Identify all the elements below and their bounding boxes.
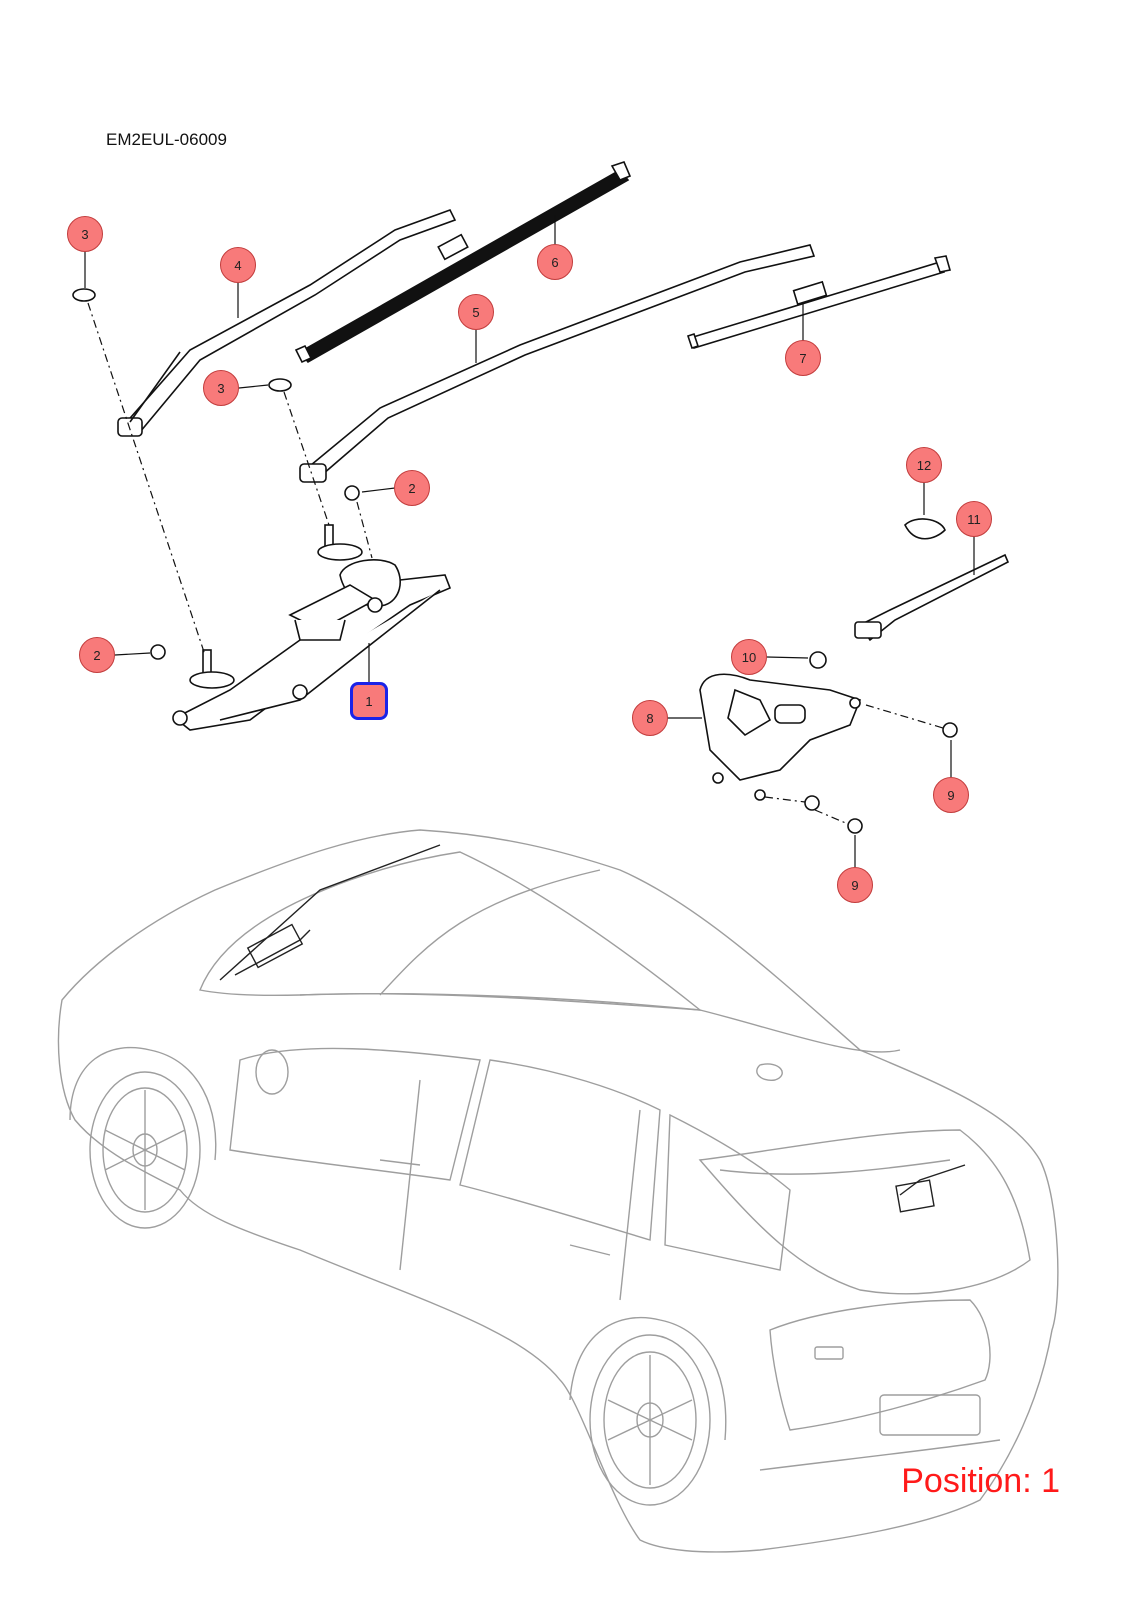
callout-2-front-right[interactable]: 2	[394, 470, 430, 506]
callout-9-lower[interactable]: 9	[837, 867, 873, 903]
car-outline	[57, 829, 1059, 1553]
rear-wiper-arm	[854, 553, 1010, 642]
rear-wiper-motor	[699, 651, 862, 801]
callout-2-front-left[interactable]: 2	[79, 637, 115, 673]
diagram-code: EM2EUL-06009	[106, 130, 227, 149]
front-wiper-linkage-motor	[150, 485, 452, 731]
front-wiper-arm-passenger	[299, 244, 816, 483]
callout-4[interactable]: 4	[220, 247, 256, 283]
arm-nut-cap-parts	[72, 288, 292, 392]
rear-motor-nut-parts	[804, 722, 958, 834]
callout-7[interactable]: 7	[785, 340, 821, 376]
callout-11[interactable]: 11	[956, 501, 992, 537]
callout-9-upper[interactable]: 9	[933, 777, 969, 813]
callout-3-passenger[interactable]: 3	[203, 370, 239, 406]
callout-12[interactable]: 12	[906, 447, 942, 483]
callout-6[interactable]: 6	[537, 244, 573, 280]
front-wiper-arm-driver	[117, 209, 457, 437]
rear-arm-cap	[904, 518, 946, 540]
leader-lines	[84, 215, 975, 867]
callout-10[interactable]: 10	[731, 639, 767, 675]
callout-1[interactable]: 1	[350, 682, 388, 720]
front-wiper-blade-passenger	[686, 255, 952, 350]
callout-5[interactable]: 5	[458, 294, 494, 330]
callout-8[interactable]: 8	[632, 700, 668, 736]
position-label: Position: 1	[901, 1462, 1060, 1500]
callout-3-driver[interactable]: 3	[67, 216, 103, 252]
front-wiper-blade-driver	[294, 161, 632, 364]
